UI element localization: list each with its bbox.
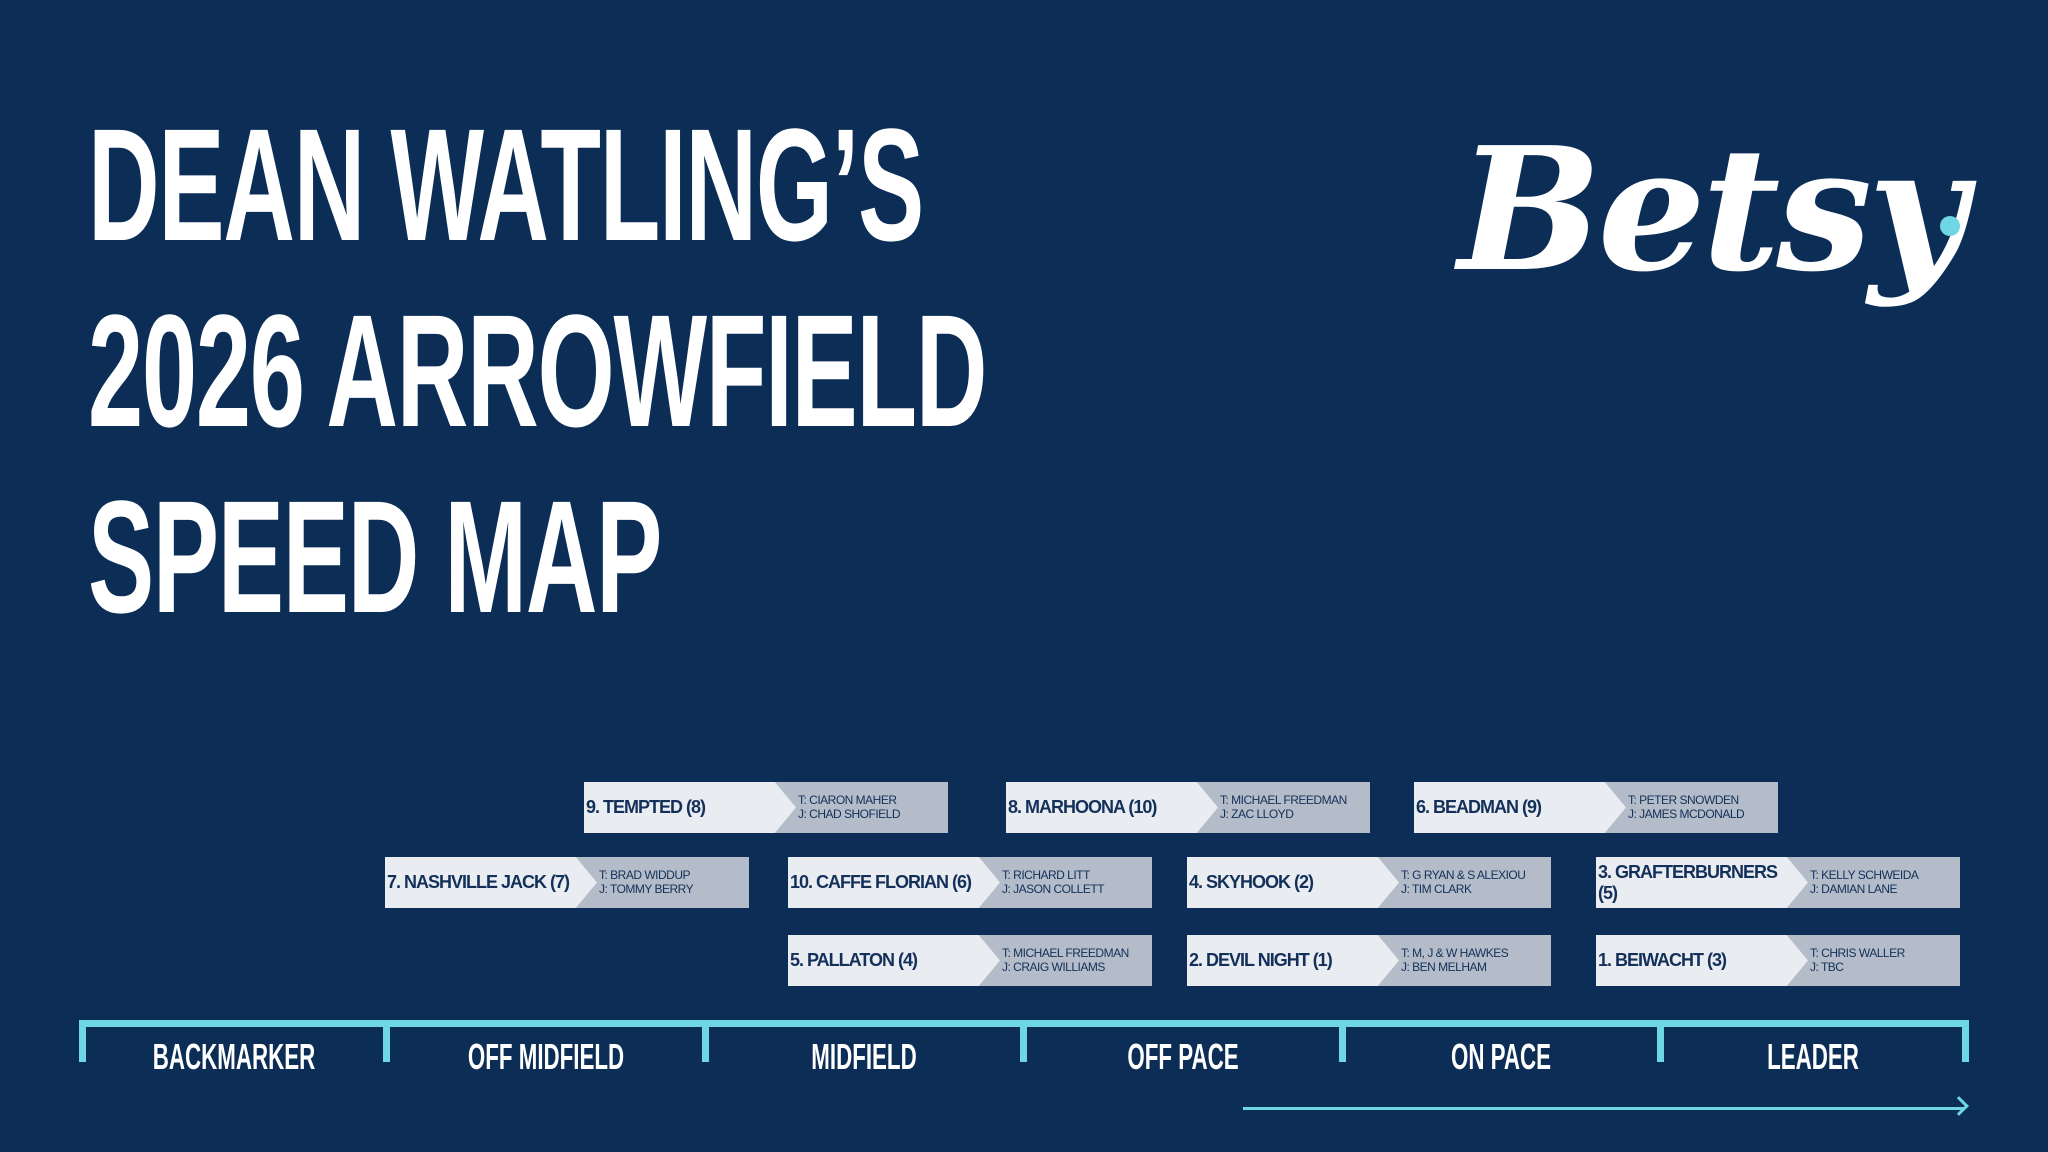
jockey: J: TOMMY BERRY: [599, 882, 694, 896]
card-chevron: [584, 782, 796, 833]
logo-dot-icon: [1940, 216, 1960, 236]
zone-label: MIDFIELD: [811, 1036, 917, 1077]
trainer: T: PETER SNOWDEN: [1628, 793, 1739, 807]
axis-tick: [1962, 1020, 1969, 1062]
runner-name: 3. GRAFTERBURNERS (5): [1598, 861, 1778, 903]
axis-tick: [702, 1020, 709, 1062]
title-line-1: DEAN WATLING’S: [88, 95, 924, 274]
runner-name: 8. MARHOONA (10): [1008, 797, 1157, 817]
page-title: DEAN WATLING’S 2026 ARROWFIELD SPEED MAP: [88, 92, 987, 650]
trainer: T: BRAD WIDDUP: [599, 868, 691, 882]
trainer: T: MICHAEL FREEDMAN: [1002, 946, 1129, 960]
direction-arrow-icon: [1243, 1107, 1963, 1110]
card-chevron: [1414, 782, 1626, 833]
arrowhead-icon: [1949, 1096, 1969, 1116]
trainer: T: CHRIS WALLER: [1810, 946, 1905, 960]
card-chevron: [788, 857, 1000, 908]
jockey: J: TIM CLARK: [1401, 882, 1472, 896]
card-chevron: [1006, 782, 1218, 833]
axis-tick: [383, 1020, 390, 1062]
jockey: J: BEN MELHAM: [1401, 960, 1487, 974]
runner-name: 5. PALLATON (4): [790, 950, 918, 970]
jockey: J: CRAIG WILLIAMS: [1002, 960, 1105, 974]
trainer: T: CIARON MAHER: [798, 793, 897, 807]
axis-tick: [1339, 1020, 1346, 1062]
runner-name: 2. DEVIL NIGHT (1): [1189, 950, 1333, 970]
zone-label: BACKMARKER: [152, 1036, 316, 1077]
runner-name: 10. CAFFE FLORIAN (6): [790, 872, 972, 892]
title-line-2: 2026 ARROWFIELD: [88, 281, 987, 460]
trainer: T: M, J & W HAWKES: [1401, 946, 1509, 960]
jockey: J: DAMIAN LANE: [1810, 882, 1898, 896]
card-chevron: [1187, 857, 1399, 908]
jockey: J: CHAD SHOFIELD: [798, 807, 901, 821]
trainer: T: MICHAEL FREEDMAN: [1220, 793, 1347, 807]
card-chevron: [1596, 857, 1808, 908]
jockey: J: JASON COLLETT: [1002, 882, 1105, 896]
card-chevron: [788, 935, 1000, 986]
trainer: T: KELLY SCHWEIDA: [1810, 868, 1919, 882]
runner-name: 4. SKYHOOK (2): [1189, 872, 1314, 892]
zone-label: OFF PACE: [1126, 1036, 1239, 1077]
axis-tick: [79, 1020, 86, 1062]
runner-name: 6. BEADMAN (9): [1416, 797, 1542, 817]
zone-label: OFF MIDFIELD: [467, 1036, 624, 1077]
jockey: J: ZAC LLOYD: [1220, 807, 1294, 821]
betsy-logo: Betsy: [1458, 110, 1967, 310]
jockey: J: TBC: [1810, 960, 1844, 974]
trainer: T: RICHARD LITT: [1002, 868, 1090, 882]
runner-name: 9. TEMPTED (8): [586, 797, 706, 817]
title-line-3: SPEED MAP: [88, 467, 662, 646]
trainer: T: G RYAN & S ALEXIOU: [1401, 868, 1526, 882]
card-chevron: [385, 857, 597, 908]
runner-name: 1. BEIWACHT (3): [1598, 950, 1727, 970]
axis-tick: [1020, 1020, 1027, 1062]
axis-tick: [1657, 1020, 1664, 1062]
zone-label: ON PACE: [1450, 1036, 1552, 1077]
card-chevron: [1596, 935, 1808, 986]
runner-name: 7. NASHVILLE JACK (7): [387, 872, 570, 892]
jockey: J: JAMES MCDONALD: [1628, 807, 1745, 821]
card-chevron: [1187, 935, 1399, 986]
zone-label: LEADER: [1766, 1036, 1859, 1077]
